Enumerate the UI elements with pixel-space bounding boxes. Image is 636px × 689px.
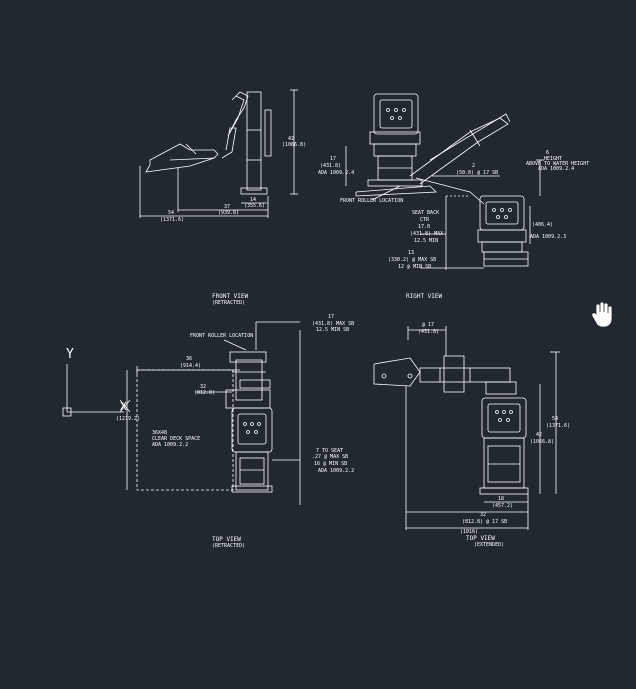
front-dim-37-mm: (939.8) — [218, 210, 239, 216]
front-dim-42-mm: (1066.8) — [282, 142, 306, 148]
front-view-sublabel: (RETRACTED) — [212, 300, 245, 306]
right-dim-13: 13 — [408, 250, 414, 256]
top-left-seat-4: ADA 1009.2.2 — [318, 468, 354, 474]
top-view-right-drawing — [373, 326, 560, 530]
top-left-dim-48-mm: (1219.2) — [116, 416, 140, 422]
ucs-icon — [62, 364, 131, 417]
right-seat-back-2: CTR — [420, 217, 430, 223]
right-dim-6: 6 — [546, 150, 549, 156]
top-right-dim-54: 54 — [552, 416, 558, 422]
front-view-drawing — [139, 89, 298, 218]
right-note-2: ABOVE TO WATER HEIGHT — [526, 161, 589, 167]
front-dim-14-mm: (355.6) — [244, 203, 265, 209]
right-view-drawing — [345, 93, 544, 270]
top-right-sublabel: (EXTENDED) — [474, 542, 504, 548]
top-right-dim-17: @ 17 — [422, 322, 434, 328]
top-left-seat-1: 7 TO SEAT — [316, 448, 343, 454]
top-right-dim-17-mm: (431.8) — [418, 329, 439, 335]
top-left-dim-17-mm: (431.8) MAX SB — [312, 321, 354, 327]
top-view-left-drawing — [126, 321, 301, 505]
right-ada-2: ADA 1009.2.3 — [530, 234, 566, 240]
right-min-dim: 12.5 MIN — [414, 238, 438, 244]
top-left-clear-1: 36X48 — [152, 430, 167, 436]
right-note-1: HEIGHT — [544, 156, 562, 162]
top-left-label: TOP VIEW — [212, 536, 241, 543]
ucs-y-label: Y — [66, 347, 74, 362]
right-dim-13-min: 12 @ MIN SB — [398, 264, 431, 270]
front-dim-14: 14 — [250, 197, 256, 203]
right-dim-13-mm: (330.2) @ MAX SB — [388, 257, 436, 263]
front-dim-37: 37 — [224, 204, 230, 210]
right-view-label: RIGHT VIEW — [406, 293, 443, 300]
top-right-dim-32-b: (1016) — [460, 529, 478, 535]
right-dim-2-mm: (50.8) @ 17 SB — [456, 170, 498, 176]
right-dim-17: 17 — [330, 156, 336, 162]
right-dim-2: 2 — [472, 163, 475, 169]
right-seat-back: SEAT BACK — [412, 210, 439, 216]
top-right-dim-32-mm: (812.8) @ 17 SB — [462, 519, 507, 525]
top-right-dim-54-mm: (1371.6) — [546, 423, 570, 429]
top-right-dim-42: 42 — [536, 432, 542, 438]
right-max-dim: (431.8) MAX — [410, 231, 443, 237]
right-seat-back-3: 17.0 — [418, 224, 430, 230]
top-left-clear-3: ADA 1009.2.2 — [152, 442, 188, 448]
front-view-label: FRONT VIEW — [212, 293, 249, 300]
right-dim-17-mm: (431.8) — [320, 163, 341, 169]
front-dim-54: 54 — [168, 210, 174, 216]
top-left-dim-17-min: 12.5 MIN SB — [316, 327, 349, 333]
top-right-dim-32: 32 — [480, 512, 486, 518]
top-left-dim-32-mm: (812.8) — [194, 390, 215, 396]
top-left-dim-36-mm: (914.4) — [180, 363, 201, 369]
top-left-dim-36: 36 — [186, 356, 192, 362]
top-left-seat-2: .27 @ MAX SB — [312, 454, 348, 460]
top-left-dim-17: 17 — [328, 314, 334, 320]
top-right-dim-42-mm: (1066.8) — [530, 439, 554, 445]
top-left-seat-3: 16 @ MIN SB — [314, 461, 347, 467]
top-left-clear-2: CLEAR DECK SPACE — [152, 436, 200, 442]
pan-hand-icon — [591, 301, 613, 328]
top-right-dim-18: 18 — [498, 496, 504, 502]
right-dim-16-mm: (406.4) — [532, 222, 553, 228]
right-lift-label: FRONT ROLLER LOCATION — [340, 198, 403, 204]
front-dim-54-mm: (1371.6) — [160, 217, 184, 223]
right-ada-1: ADA 1009.2.4 — [318, 170, 354, 176]
top-right-dim-18-mm: (457.2) — [492, 503, 513, 509]
top-right-label: TOP VIEW — [466, 535, 495, 542]
top-left-dim-32: 32 — [200, 384, 206, 390]
right-note-3: ADA 1009.2.4 — [538, 166, 574, 172]
front-dim-42: 42 — [288, 136, 294, 142]
top-left-lift-label: FRONT ROLLER LOCATION — [190, 333, 253, 339]
ucs-x-label: X — [120, 400, 127, 413]
top-left-sublabel: (RETRACTED) — [212, 543, 245, 549]
